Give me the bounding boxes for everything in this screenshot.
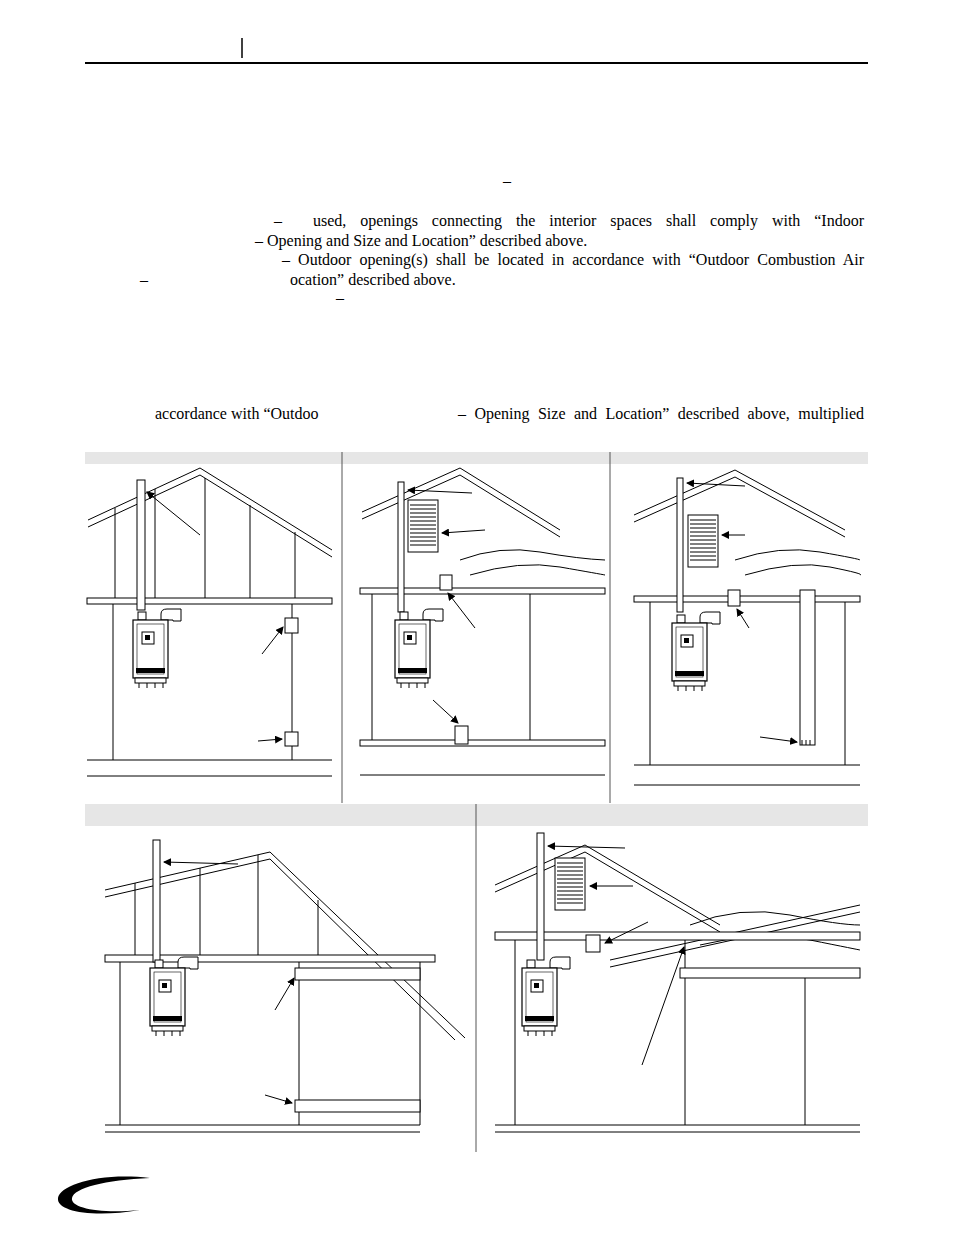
body-text: – Opening and Size and Location” describ… xyxy=(255,232,587,250)
body-text: – xyxy=(274,212,282,230)
body-text: – xyxy=(336,289,344,307)
body-text: ocation” described above. xyxy=(290,271,456,289)
body-text: – xyxy=(140,271,148,289)
body-text: used, openings connecting the interior s… xyxy=(313,212,864,230)
body-text: – Opening Size and Location” described a… xyxy=(458,405,864,423)
body-text: accordance with “Outdoo xyxy=(155,405,318,423)
body-text: – xyxy=(503,172,511,190)
body-text: – Outdoor opening(s) shall be located in… xyxy=(282,251,864,269)
